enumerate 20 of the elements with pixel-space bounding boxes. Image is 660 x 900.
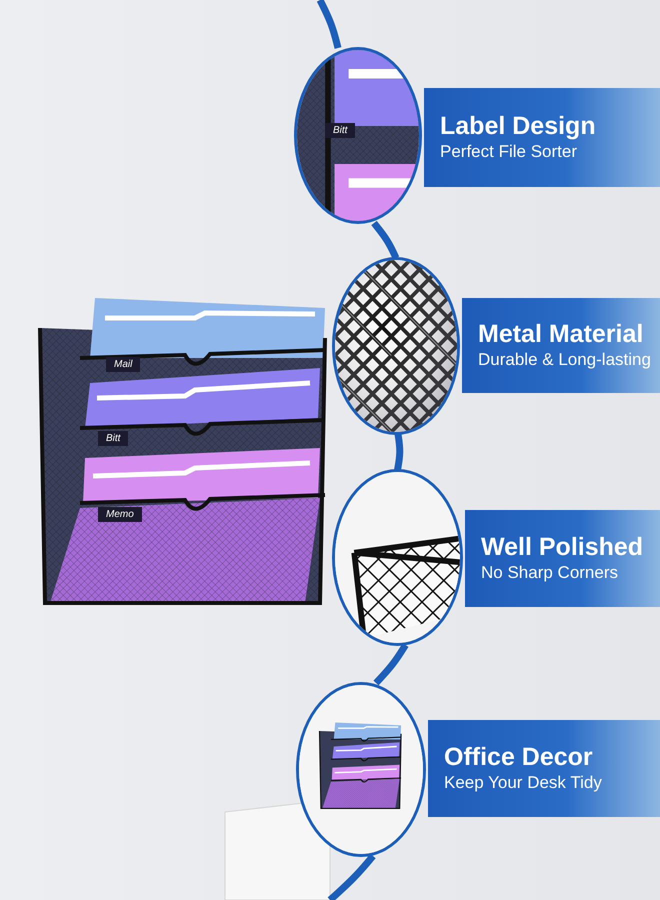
feature-banner — [424, 88, 660, 187]
feature-subtitle: No Sharp Corners — [481, 562, 620, 584]
feature-subtitle: Durable & Long-lasting — [478, 349, 652, 372]
feature-banner — [428, 720, 660, 817]
connector-line — [373, 643, 408, 686]
connector-line — [316, 0, 342, 49]
folder-tag: Bitt — [98, 431, 128, 446]
folder-tag: Memo — [98, 507, 142, 522]
feature-subtitle: Perfect File Sorter — [440, 141, 578, 164]
feature-title: Office Decor — [444, 742, 594, 772]
feature-subtitle: Keep Your Desk Tidy — [444, 772, 603, 794]
feature-title: Metal Material — [478, 319, 644, 350]
feature-title: Well Polished — [481, 532, 644, 562]
folder-tag: Mail — [106, 357, 140, 372]
connector-line — [394, 433, 404, 471]
connector-line — [371, 220, 400, 260]
connector-line — [328, 854, 376, 900]
feature-title: Label Design — [440, 111, 597, 142]
folder-tag: Bitt — [325, 123, 356, 138]
feature-banner — [465, 510, 660, 607]
